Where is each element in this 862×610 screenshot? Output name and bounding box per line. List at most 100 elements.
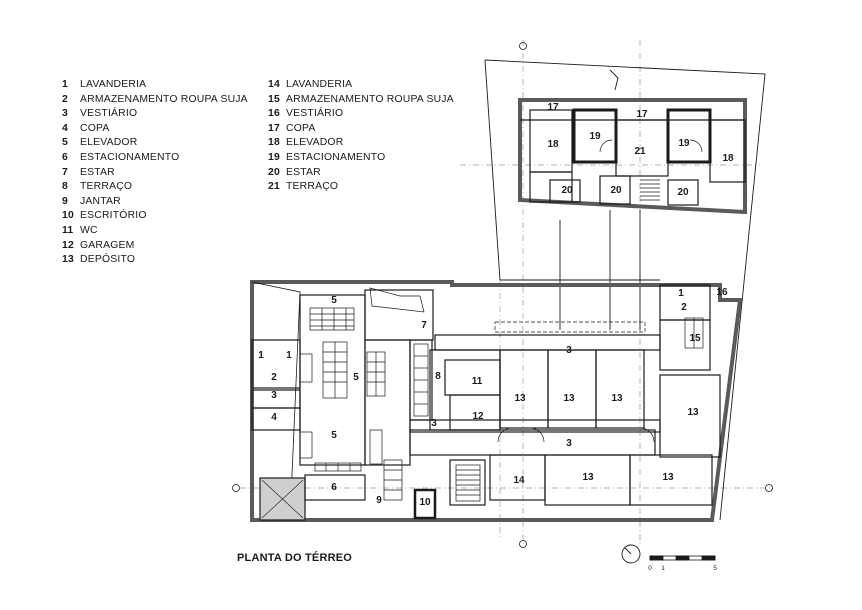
legend-right: 14 LAVANDERIA 15 ARMAZENAMENTO ROUPA SUJA 16… xyxy=(268,78,454,195)
legend-number: 10 xyxy=(62,210,74,222)
legend-number: 20 xyxy=(268,166,280,178)
site-boundary xyxy=(484,59,766,521)
room-label: 13 xyxy=(662,472,674,483)
legend-number: 11 xyxy=(62,224,74,236)
room-label: 19 xyxy=(678,138,690,149)
scale-label: 1 xyxy=(661,565,665,572)
legend-label: ESTACIONAMENTO xyxy=(80,151,180,163)
axis-markers xyxy=(232,42,773,548)
room-label: 21 xyxy=(634,146,646,157)
legend-label: VESTIÁRIO xyxy=(286,108,344,120)
room-label: 1 xyxy=(286,350,292,361)
legend-number: 21 xyxy=(268,181,280,193)
legend-label: WC xyxy=(80,224,98,236)
legend-label: ARMAZENAMENTO ROUPA SUJA xyxy=(286,93,454,105)
room-label: 2 xyxy=(271,372,277,383)
room-label: 18 xyxy=(722,153,734,164)
room-label: 8 xyxy=(435,371,441,382)
legend-item: 14 LAVANDERIA xyxy=(268,78,454,93)
legend-label: JANTAR xyxy=(80,195,121,207)
room-label: 20 xyxy=(610,185,622,196)
legend-number: 6 xyxy=(62,151,68,163)
room-label: 13 xyxy=(563,393,575,404)
legend-number: 19 xyxy=(268,151,280,163)
legend-item: 6 ESTACIONAMENTO xyxy=(62,151,248,166)
room-label: 13 xyxy=(582,472,594,483)
legend-label: ESTAR xyxy=(286,166,321,178)
legend-number: 4 xyxy=(62,122,68,134)
legend-label: ELEVADOR xyxy=(286,137,344,149)
legend-item: 13 DEPÓSITO xyxy=(62,253,248,268)
room-label: 11 xyxy=(472,376,483,387)
legend-label: COPA xyxy=(80,122,110,134)
legend-label: LAVANDERIA xyxy=(80,79,147,90)
room-label: 5 xyxy=(331,430,337,441)
legend-item: 12 GARAGEM xyxy=(62,239,248,254)
room-label: 16 xyxy=(716,287,728,298)
legend-item: 19 ESTACIONAMENTO xyxy=(268,151,454,166)
room-label: 12 xyxy=(472,411,484,422)
legend-label: LAVANDERIA xyxy=(286,79,353,90)
room-label: 13 xyxy=(611,393,623,404)
room-label: 18 xyxy=(547,139,559,150)
legend-number: 18 xyxy=(268,137,280,149)
room-label: 7 xyxy=(421,320,427,331)
room-label: 5 xyxy=(353,372,359,383)
legend-item: 9 JANTAR xyxy=(62,195,248,210)
legend-number: 15 xyxy=(268,93,280,105)
scale-labels: 0 1 5 xyxy=(648,565,717,572)
legend-item: 1 LAVANDERIA xyxy=(62,78,248,93)
legend-label: DEPÓSITO xyxy=(80,254,136,266)
legend-label: ESCRITÓRIO xyxy=(80,210,147,222)
room-labels: 17 17 19 19 18 21 18 20 20 20 16 2 1 15 … xyxy=(258,102,734,508)
legend-number: 2 xyxy=(62,93,68,105)
room-label: 1 xyxy=(258,350,264,361)
scale-label: 0 xyxy=(648,565,652,572)
room-label: 10 xyxy=(419,497,431,508)
room-label: 20 xyxy=(677,187,689,198)
plan-caption: PLANTA DO TÉRREO xyxy=(237,552,353,564)
legend-item: 11 WC xyxy=(62,224,248,239)
room-label: 14 xyxy=(513,475,525,486)
main-block xyxy=(250,280,743,522)
legend-item: 21 TERRAÇO xyxy=(268,180,454,195)
legend-number: 5 xyxy=(62,137,68,149)
legend-number: 7 xyxy=(62,166,68,178)
room-label: 13 xyxy=(687,407,699,418)
legend-item: 4 COPA xyxy=(62,122,248,137)
upper-block xyxy=(518,98,747,215)
legend-number: 13 xyxy=(62,254,74,266)
legend-number: 14 xyxy=(268,79,280,90)
legend-item: 3 VESTIÁRIO xyxy=(62,107,248,122)
legend-label: COPA xyxy=(286,122,316,134)
legend-item: 10 ESCRITÓRIO xyxy=(62,209,248,224)
room-label: 4 xyxy=(271,412,277,423)
legend-number: 9 xyxy=(62,195,68,207)
room-label: 19 xyxy=(589,131,601,142)
legend-number: 16 xyxy=(268,108,280,120)
scale-label: 5 xyxy=(713,565,717,572)
room-label: 17 xyxy=(547,102,559,113)
legend-label: ESTACIONAMENTO xyxy=(286,151,386,163)
room-label: 1 xyxy=(678,288,684,299)
legend-label: VESTIÁRIO xyxy=(80,108,138,120)
legend-label: GARAGEM xyxy=(80,239,135,251)
legend-number: 12 xyxy=(62,239,74,251)
legend-label: TERRAÇO xyxy=(286,181,339,193)
room-label: 9 xyxy=(376,495,382,506)
legend-label: TERRAÇO xyxy=(80,181,133,193)
room-label: 13 xyxy=(514,393,526,404)
legend-item: 15 ARMAZENAMENTO ROUPA SUJA xyxy=(268,93,454,108)
scale-bar xyxy=(649,555,716,561)
legend-number: 3 xyxy=(62,108,68,120)
interior-details xyxy=(299,139,704,502)
legend-number: 1 xyxy=(62,79,68,90)
room-label: 3 xyxy=(271,390,277,401)
room-label: 3 xyxy=(566,438,572,449)
